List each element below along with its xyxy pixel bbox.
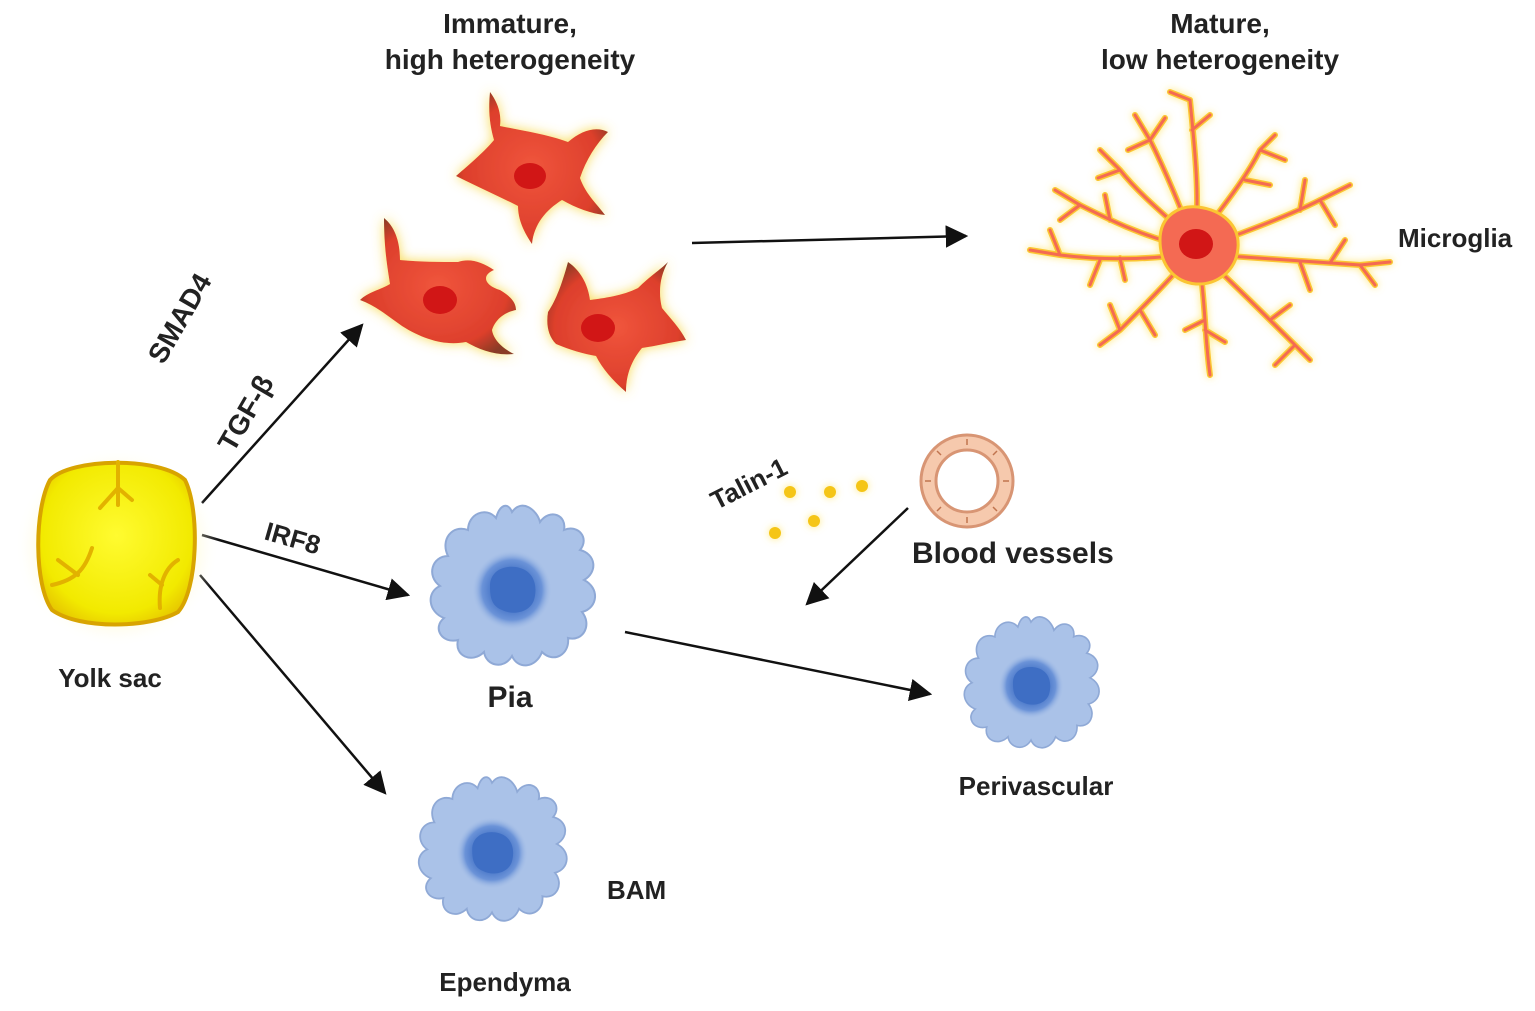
pia-label: Pia bbox=[487, 681, 533, 714]
blood-vessels-label: Blood vessels bbox=[912, 537, 1114, 570]
arrow-yolk-to-pia bbox=[201, 533, 411, 601]
arrow-pia-to-perivascular bbox=[624, 630, 933, 701]
arrow-immature-to-mature bbox=[691, 225, 969, 248]
blood-vessel-icon bbox=[919, 433, 1015, 529]
mature-title-line2: low heterogeneity bbox=[1100, 44, 1340, 75]
immature-cell-right bbox=[547, 262, 686, 392]
mature-title-line1: Mature, bbox=[1170, 8, 1270, 39]
arrow-yolk-to-immature bbox=[201, 323, 364, 504]
immature-cell-top bbox=[456, 92, 608, 244]
microglia-shape bbox=[1027, 89, 1393, 378]
ependyma-label: Ependyma bbox=[439, 967, 571, 997]
bam-cell-ependyma bbox=[417, 776, 568, 922]
bam-label: BAM bbox=[607, 875, 667, 905]
yolk-sac-shape bbox=[15, 447, 219, 647]
yolk-sac-label: Yolk sac bbox=[58, 663, 162, 693]
arrow-vessels-to-pia-path bbox=[805, 507, 909, 606]
bam-cell-pia bbox=[429, 504, 597, 667]
immature-cell-left bbox=[360, 218, 516, 355]
arrow-yolk-to-ependyma bbox=[199, 574, 387, 795]
mature-title: Mature, low heterogeneity bbox=[1060, 6, 1380, 78]
immature-title-line2: high heterogeneity bbox=[384, 44, 636, 75]
microglia-label: Microglia bbox=[1398, 223, 1513, 253]
immature-title-line1: Immature, bbox=[443, 8, 577, 39]
perivascular-label: Perivascular bbox=[958, 771, 1114, 801]
talin-dots bbox=[769, 480, 868, 539]
immature-title: Immature, high heterogeneity bbox=[340, 6, 680, 78]
bam-cell-perivascular bbox=[963, 616, 1100, 749]
